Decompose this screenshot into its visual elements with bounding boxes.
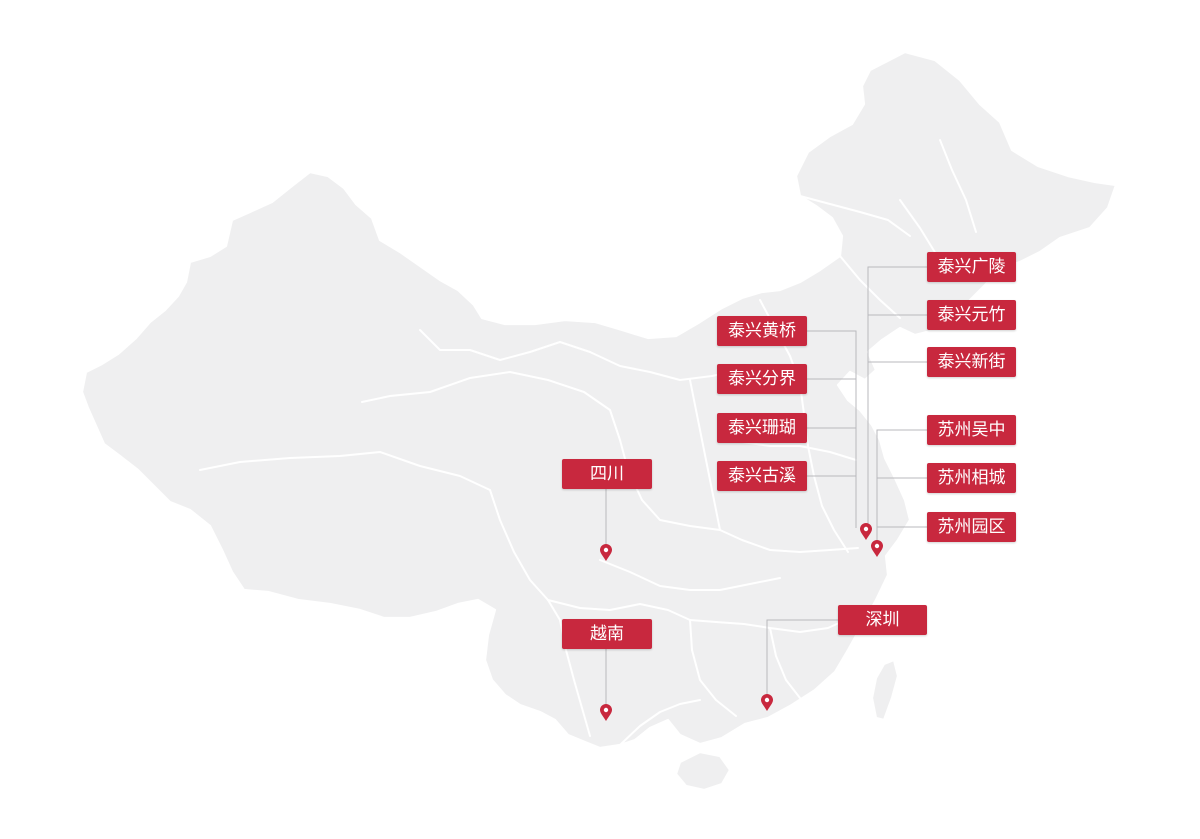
vietnam-marker-icon[interactable] <box>600 704 612 721</box>
label-taixing-huangqiao[interactable]: 泰兴黄桥 <box>717 316 807 346</box>
label-taixing-guxi[interactable]: 泰兴古溪 <box>717 461 807 491</box>
leader-lines <box>605 266 927 712</box>
label-taixing-yuanzhu[interactable]: 泰兴元竹 <box>927 300 1016 330</box>
sichuan-marker-icon[interactable] <box>600 544 612 561</box>
label-vietnam[interactable]: 越南 <box>562 619 652 649</box>
label-sichuan[interactable]: 四川 <box>562 459 652 489</box>
label-taixing-fenjie[interactable]: 泰兴分界 <box>717 364 807 394</box>
label-shenzhen[interactable]: 深圳 <box>838 605 927 635</box>
label-taixing-xinjie[interactable]: 泰兴新街 <box>927 347 1016 377</box>
taixing-marker-icon[interactable] <box>860 523 872 540</box>
label-suzhou-yuanqu[interactable]: 苏州园区 <box>927 512 1016 542</box>
shenzhen-marker-icon[interactable] <box>761 694 773 711</box>
taiwan-island-shape <box>870 658 900 722</box>
label-suzhou-xiangcheng[interactable]: 苏州相城 <box>927 463 1016 493</box>
label-taixing-shanhu[interactable]: 泰兴珊瑚 <box>717 413 807 443</box>
label-suzhou-wuzhong[interactable]: 苏州吴中 <box>927 415 1016 445</box>
suzhou-marker-icon[interactable] <box>871 540 883 557</box>
hainan-island-shape <box>674 750 732 792</box>
china-mainland-shape <box>80 50 1118 750</box>
label-taixing-guangling[interactable]: 泰兴广陵 <box>927 252 1016 282</box>
